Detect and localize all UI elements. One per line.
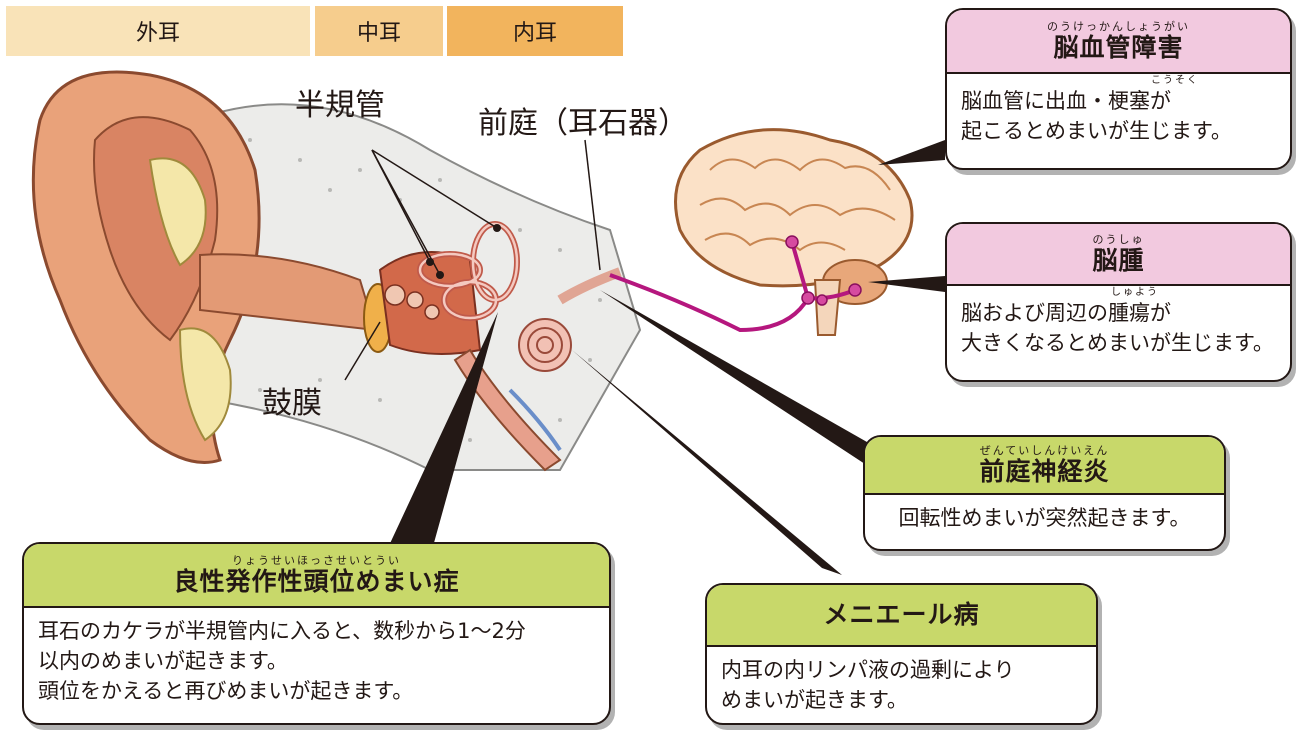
line-cerebrovascular-2: 起こるとめまいが生じます。 — [961, 119, 1232, 143]
cartilage-lower — [178, 327, 232, 442]
line-bppv-1: 耳石のカケラが半規管内に入ると、数秒から1〜2分 — [38, 619, 526, 643]
title-cerebrovascular: 脳血管障害 — [1053, 32, 1184, 62]
line-brain-tumor-1: 脳および周辺の腫瘍が — [961, 301, 1171, 325]
callout-pointers — [386, 140, 945, 575]
label-eardrum: 鼓膜 — [262, 386, 322, 421]
brain — [674, 128, 914, 288]
brain-gyri — [699, 158, 896, 252]
body-ruby-cerebrovascular: こうそく — [1151, 75, 1199, 86]
line-brain-tumor-2: 大きくなるとめまいが生じます。 — [961, 331, 1274, 355]
title-brain-tumor: 脳腫 — [1092, 245, 1145, 275]
title-vestibular-neuritis: 前庭神経炎 — [979, 456, 1110, 486]
title-bppv: 良性発作性頭位めまい症 — [173, 566, 460, 596]
label-semicircular-canals: 半規管 — [295, 88, 385, 123]
line-cerebrovascular-1: 脳血管に出血・梗塞が — [961, 89, 1171, 113]
ruby-cerebrovascular: のうけっかんしょうがい — [1047, 19, 1190, 33]
line-meniere-1: 内耳の内リンパ液の過剰により — [721, 658, 1015, 682]
title-meniere: メニエール病 — [823, 600, 980, 629]
box-vestibular-neuritis: ぜんていしんけいえん 前庭神経炎 回転性めまいが突然起きます。 — [863, 435, 1226, 551]
box-brain-tumor: のうしゅ 脳腫 しゅよう 脳および周辺の腫瘍が 大きくなるとめまいが生じます。 — [945, 222, 1292, 382]
body-ruby-brain-tumor: しゅよう — [1111, 287, 1159, 298]
region-tab-inner-ear: 内耳 — [447, 6, 623, 56]
line-bppv-3: 頭位をかえると再びめまいが起きます。 — [38, 679, 414, 703]
ruby-bppv: りょうせいほっさせいとうい — [232, 553, 401, 567]
box-bppv: りょうせいほっさせいとうい 良性発作性頭位めまい症 耳石のカケラが半規管内に入る… — [22, 542, 611, 725]
line-meniere-2: めまいが起きます。 — [721, 688, 908, 712]
label-vestibule: 前庭（耳石器） — [478, 106, 688, 141]
brainstem — [813, 279, 842, 336]
cartilage-upper — [148, 157, 207, 267]
cochlea — [518, 318, 572, 372]
ruby-vestibular-neuritis: ぜんていしんけいえん — [979, 443, 1110, 457]
nerve-to-brain — [609, 241, 811, 333]
ossicles — [384, 284, 440, 320]
region-tab-outer-ear: 外耳 — [6, 6, 310, 56]
box-cerebrovascular-disorder: のうけっかんしょうがい 脳血管障害 こうそく 脳血管に出血・梗塞が 起こるとめま… — [945, 8, 1292, 170]
region-tab-middle-ear: 中耳 — [315, 6, 443, 56]
box-meniere: メニエール病 内耳の内リンパ液の過剰により めまいが起きます。 — [705, 583, 1098, 725]
line-bppv-2: 以内のめまいが起きます。 — [38, 649, 288, 673]
label-leaders — [344, 139, 601, 381]
ruby-brain-tumor: のうしゅ — [1092, 232, 1145, 246]
line-vestibular-neuritis-1: 回転性めまいが突然起きます。 — [898, 506, 1191, 530]
middle-ear-cavity — [378, 251, 482, 355]
